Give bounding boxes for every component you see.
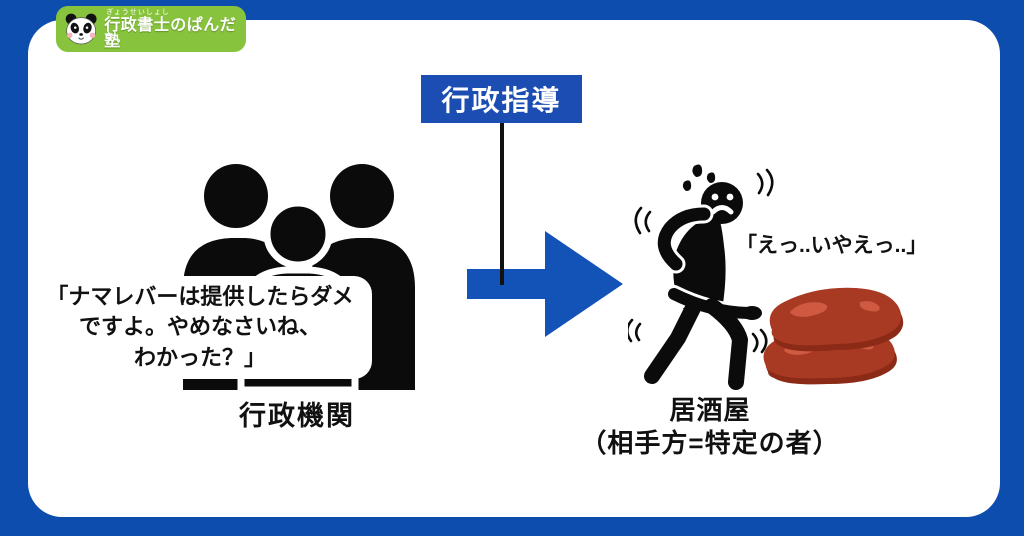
speech-bubble-officials: 「ナマレバーは提供したらダメ ですよ。やめなさいね、 わかった？」 xyxy=(28,276,372,380)
caption-government-agency: 行政機関 xyxy=(239,401,355,431)
caption-izakaya: 居酒屋 （相手方=特定の者） xyxy=(545,394,875,459)
concept-label: 行政指導 xyxy=(421,75,582,123)
speech-line: わかった？」 xyxy=(133,344,266,370)
speech-line: ですよ。やめなさいね、 xyxy=(78,314,321,340)
speech-line: 「ナマレバーは提供したらダメ xyxy=(46,284,354,309)
brand-text: ぎょうせいしょし 行政書士のぱんだ塾 xyxy=(104,9,246,50)
caption-line: （相手方=特定の者） xyxy=(580,427,840,458)
raw-liver-icon xyxy=(763,287,904,385)
arrow-right-icon xyxy=(467,231,623,337)
connector-line xyxy=(500,123,504,285)
caption-line: 居酒屋 xyxy=(669,395,751,425)
brand-furigana: ぎょうせいしょし xyxy=(106,8,170,16)
speech-bubble-izakaya: 「えっ..いやえっ..」 xyxy=(728,224,936,264)
panda-face-icon xyxy=(65,13,97,45)
brand-name: 行政書士のぱんだ塾 xyxy=(104,16,237,50)
brand-logo: ぎょうせいしょし 行政書士のぱんだ塾 xyxy=(56,6,246,52)
scared-person-icon xyxy=(628,164,774,390)
